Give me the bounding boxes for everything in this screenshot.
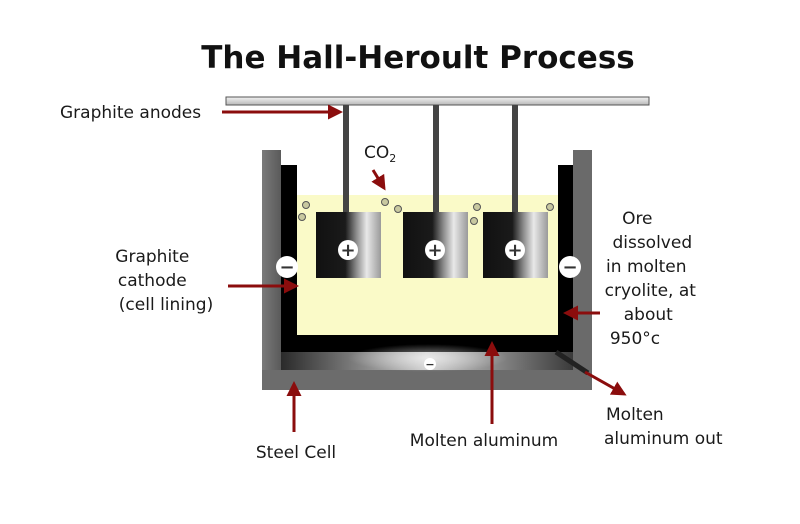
label-graphite-cathode: Graphite cathode (cell lining)	[115, 247, 213, 315]
label-co2: CO2	[364, 143, 396, 165]
svg-text:+: +	[427, 240, 442, 261]
label-steel-cell: Steel Cell	[256, 443, 336, 463]
label-ore-dissolved: Ore dissolved in molten cryolite, at abo…	[605, 209, 702, 349]
annotation-arrows	[222, 104, 627, 432]
outflow-pipe	[554, 349, 590, 376]
plus-icon: +	[425, 240, 445, 261]
minus-icon: −	[559, 256, 581, 278]
co2-bubbles	[298, 198, 554, 225]
plus-icon: +	[505, 240, 525, 261]
svg-text:−: −	[425, 358, 434, 371]
plus-icon: +	[338, 240, 358, 261]
minus-icon: −	[424, 358, 436, 371]
label-graphite-anodes: Graphite anodes	[60, 103, 201, 123]
diagram-title: The Hall-Heroult Process	[201, 40, 635, 76]
anode-plus-symbols: + + +	[338, 240, 525, 261]
minus-icon: −	[276, 256, 298, 278]
svg-text:−: −	[562, 257, 577, 278]
cathode-minus-symbols: − − −	[276, 256, 581, 371]
svg-text:+: +	[340, 240, 355, 261]
arrow-co2	[371, 169, 386, 191]
steel-cell	[262, 150, 592, 390]
anode-rods	[343, 105, 518, 213]
arrow-aluminum-out	[584, 370, 627, 396]
anode-bus-bar	[225, 96, 650, 106]
svg-text:−: −	[279, 257, 294, 278]
label-molten-aluminum-out: Molten aluminum out	[604, 405, 723, 449]
svg-text:+: +	[507, 240, 522, 261]
label-molten-aluminum: Molten aluminum	[410, 431, 558, 451]
